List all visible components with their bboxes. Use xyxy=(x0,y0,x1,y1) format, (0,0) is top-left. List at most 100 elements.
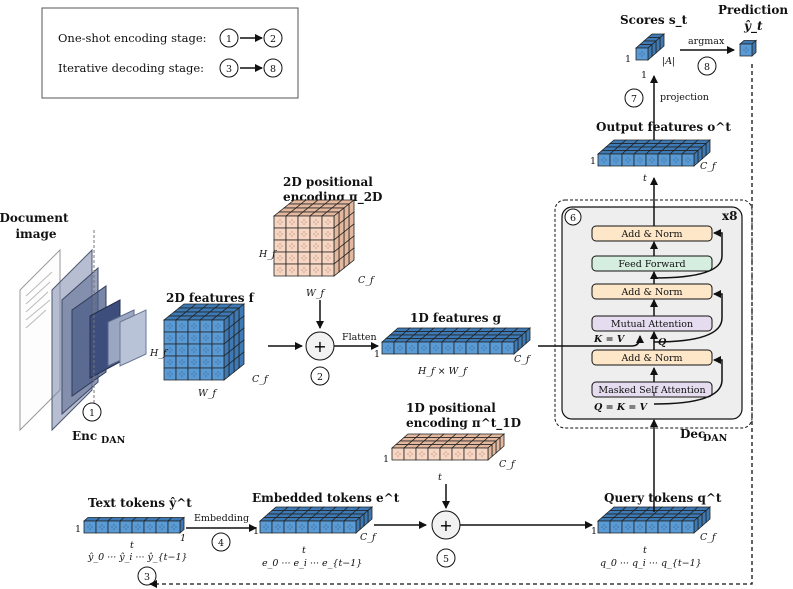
text-token-front-cell xyxy=(155,520,169,534)
embedded-token-cell-guide xyxy=(335,524,341,530)
pos-1d-cell-guide xyxy=(431,451,437,457)
feature-1d-cell-guide xyxy=(421,345,427,351)
pos-2d-cell-guide xyxy=(313,255,319,261)
embedded-one: 1 xyxy=(253,526,259,537)
query-title: Query tokens q^t xyxy=(604,491,722,505)
scores-one-b: 1 xyxy=(641,70,647,81)
prediction-cell-guide xyxy=(743,47,749,53)
text-tokens-title: Text tokens ŷ^t xyxy=(88,496,192,510)
pos2d-title-line1: 2D positional xyxy=(283,175,373,189)
decoder-block-label-4: Add & Norm xyxy=(620,353,682,364)
pos-2d-front-cell xyxy=(273,251,287,265)
feature-2d-front-cell xyxy=(211,331,225,345)
decoder-name: Dec xyxy=(680,427,705,441)
pos1d-title-line2: encoding π^t_1D xyxy=(406,416,521,431)
feature-1d-front-cell xyxy=(477,341,491,355)
output-feature-cell-guide xyxy=(625,157,631,163)
feature-2d-front-cell xyxy=(175,343,189,357)
pos-2d-cell-guide xyxy=(313,243,319,249)
pos-1d-front-cell xyxy=(475,447,489,461)
feature-2d-front-cell xyxy=(199,355,213,369)
output-channels: C_f xyxy=(700,161,717,172)
pos-1d-cell-guide xyxy=(467,451,473,457)
pos-2d-cell-guide xyxy=(313,219,319,225)
decoder-kv-label: K = V xyxy=(593,334,626,345)
decoder-qkv-label: Q = K = V xyxy=(594,402,649,413)
feature-2d-cell-guide xyxy=(215,323,221,329)
text-token-cell-guide xyxy=(123,524,129,530)
output-feature-cell-guide xyxy=(613,157,619,163)
pos-2d-front-cell xyxy=(321,215,335,229)
pos-2d-front-cell xyxy=(285,215,299,229)
embedding-label: Embedding xyxy=(194,513,249,524)
step-7-label: 7 xyxy=(631,94,637,105)
score-front-cell xyxy=(635,47,649,61)
pos1d-channels: C_f xyxy=(499,459,516,470)
output-feature-cell-guide xyxy=(649,157,655,163)
embedded-channels: C_f xyxy=(360,532,377,543)
features-2d-cube xyxy=(162,303,246,381)
query-one: 1 xyxy=(591,526,597,537)
output-feature-cell-guide xyxy=(673,157,679,163)
text-token-cell-guide xyxy=(87,524,93,530)
decoder-block-label-1: Feed Forward xyxy=(618,259,685,270)
feature-2d-cell-guide xyxy=(179,335,185,341)
output-row xyxy=(596,139,712,167)
pos-2d-cell-guide xyxy=(325,255,331,261)
feature-1d-front-cell xyxy=(381,341,395,355)
step-1-label: 1 xyxy=(89,408,95,419)
argmax-label: argmax xyxy=(688,36,725,47)
output-features: Output features o^t 1 t C_f projection 7 xyxy=(590,75,731,184)
legend-decoding-label: Iterative decoding stage: xyxy=(58,61,204,75)
embedded-row xyxy=(258,506,374,534)
query-token-cell-guide xyxy=(613,524,619,530)
feature-1d-front-cell xyxy=(417,341,431,355)
pos-1d-front-cell xyxy=(439,447,453,461)
feature-2d-front-cell xyxy=(175,319,189,333)
feature-2d-cell-guide xyxy=(179,347,185,353)
query-token-front-cell xyxy=(657,520,671,534)
pos-2d-front-cell xyxy=(285,263,299,277)
pos-2d-cell-guide xyxy=(313,231,319,237)
feature-2d-cell-guide xyxy=(167,347,173,353)
embedded-token-cell-guide xyxy=(311,524,317,530)
feature-2d-cell-guide xyxy=(167,371,173,377)
embedded-token-front-cell xyxy=(343,520,357,534)
pos-2d-front-cell xyxy=(309,215,323,229)
decoder-repeat: x8 xyxy=(722,209,738,223)
pos-1d-front-cell xyxy=(427,447,441,461)
embedded-t: t xyxy=(302,545,306,556)
feature-2d-cell-guide xyxy=(215,347,221,353)
query-token-cell-guide xyxy=(637,524,643,530)
query-token-front-cell xyxy=(597,520,611,534)
pos-1d-front-cell xyxy=(451,447,465,461)
pos-2d-cell-guide xyxy=(289,231,295,237)
features-1d-channels: C_f xyxy=(514,354,531,365)
embedded-token-front-cell xyxy=(295,520,309,534)
pos-2d-cell-guide xyxy=(289,255,295,261)
positional-encoding-2d: 2D positional encoding π_2D H_f W_f C_f xyxy=(258,175,382,299)
text-token-front-cell xyxy=(107,520,121,534)
pos-1d-cell-guide xyxy=(395,451,401,457)
output-title: Output features o^t xyxy=(596,120,731,134)
legend: One-shot encoding stage: 1 2 Iterative d… xyxy=(41,7,299,99)
feature-2d-front-cell xyxy=(199,331,213,345)
pos1d-title-line1: 1D positional xyxy=(406,401,496,415)
pos-2d-front-cell xyxy=(321,227,335,241)
pos-2d-cell-guide xyxy=(289,219,295,225)
pos-2d-cell-guide xyxy=(301,219,307,225)
feature-2d-cell-guide xyxy=(215,335,221,341)
scores: Scores s_t 1 1 |A| argmax 8 xyxy=(620,13,735,81)
text-token-front-cell xyxy=(131,520,145,534)
output-feature-front-cell xyxy=(669,153,683,167)
feature-2d-front-cell xyxy=(187,319,201,333)
prediction-symbol: ŷ_t xyxy=(743,19,763,34)
pos-2d-front-cell xyxy=(297,227,311,241)
text-tokens: Text tokens ŷ^t 1 t 1 ŷ_0 ··· ŷ_i ··· ŷ_… xyxy=(75,496,192,586)
decoder-block-label-5: Masked Self Attention xyxy=(598,385,705,396)
encoder-subscript: DAN xyxy=(101,435,126,446)
text-token-cell-guide xyxy=(111,524,117,530)
add-node-1: + 2 Flatten xyxy=(268,300,379,386)
output-feature-front-cell xyxy=(681,153,695,167)
feature-2d-cell-guide xyxy=(191,323,197,329)
